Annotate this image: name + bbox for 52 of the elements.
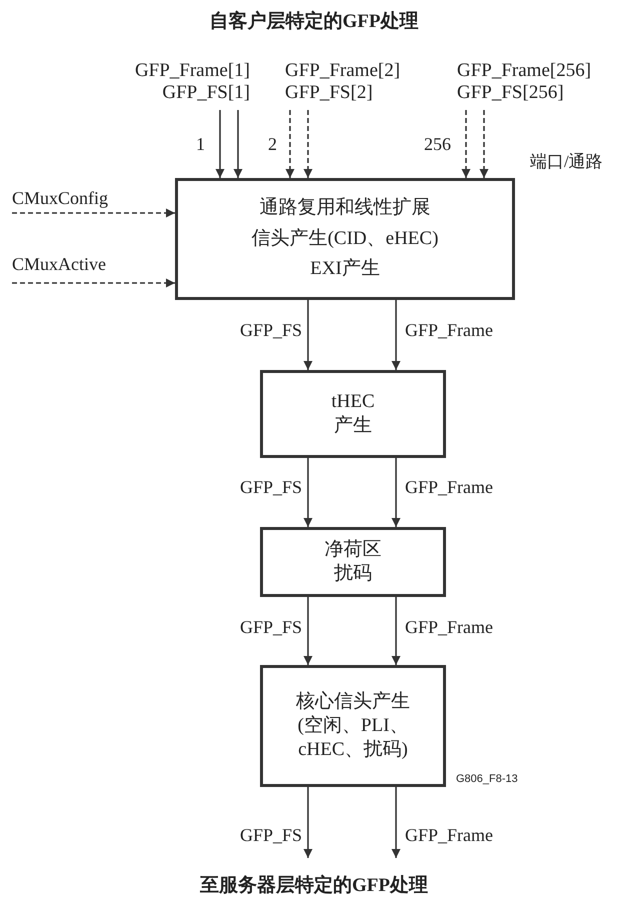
box-text: tHEC bbox=[331, 390, 375, 414]
arrow bbox=[286, 110, 294, 178]
arrow bbox=[12, 208, 175, 218]
signal-label: GFP_Frame[1] bbox=[134, 60, 250, 82]
process-box bbox=[175, 178, 515, 300]
box-text: 扰码 bbox=[334, 562, 372, 586]
edge-label: GFP_FS bbox=[240, 320, 302, 341]
arrow bbox=[234, 110, 242, 178]
number-label: 2 bbox=[268, 134, 277, 155]
edge-label: CMuxActive bbox=[12, 254, 106, 275]
number-label: 256 bbox=[424, 134, 451, 155]
arrow bbox=[12, 278, 175, 288]
caption: 至服务器层特定的GFP处理 bbox=[199, 874, 429, 898]
process-box bbox=[260, 665, 446, 787]
arrow bbox=[304, 110, 312, 178]
arrow bbox=[480, 110, 488, 178]
edge-label: GFP_Frame bbox=[405, 825, 494, 846]
box-text: 通路复用和线性扩展 bbox=[260, 196, 430, 220]
port-label: 端口/通路 bbox=[530, 151, 603, 173]
edge-label: GFP_FS bbox=[240, 617, 302, 638]
arrow bbox=[392, 597, 400, 665]
box-text: EXI产生 bbox=[310, 257, 380, 282]
arrow bbox=[304, 458, 312, 527]
signal-label: GFP_Frame[256] bbox=[457, 60, 592, 82]
edge-label: CMuxConfig bbox=[12, 188, 108, 209]
box-text: 信头产生(CID、eHEC) bbox=[252, 226, 438, 251]
arrow bbox=[462, 110, 470, 178]
edge-label: GFP_FS bbox=[240, 825, 302, 846]
box-text: 核心信头产生 bbox=[296, 690, 410, 714]
edge-label: GFP_FS bbox=[240, 477, 302, 498]
arrow bbox=[216, 110, 224, 178]
signal-label: GFP_FS[256] bbox=[457, 82, 565, 104]
edge-label: GFP_Frame bbox=[405, 477, 494, 498]
number-label: 1 bbox=[196, 134, 205, 155]
arrow bbox=[304, 300, 312, 370]
box-text: (空闲、PLI、cHEC、扰码) bbox=[296, 714, 410, 762]
arrow bbox=[304, 787, 312, 858]
signal-label: GFP_FS[2] bbox=[285, 82, 374, 104]
arrow bbox=[392, 300, 400, 370]
title: 自客户层特定的GFP处理 bbox=[208, 10, 420, 34]
process-box bbox=[260, 370, 446, 458]
signal-label: GFP_Frame[2] bbox=[285, 60, 402, 82]
arrow bbox=[304, 597, 312, 665]
signal-label: GFP_FS[1] bbox=[161, 82, 250, 104]
edge-label: GFP_Frame bbox=[405, 617, 494, 638]
box-text: 净荷区 bbox=[324, 538, 382, 562]
arrow bbox=[392, 458, 400, 527]
figure-id: G806_F8-13 bbox=[456, 773, 518, 785]
process-box bbox=[260, 527, 446, 597]
box-text: 产生 bbox=[334, 414, 372, 438]
edge-label: GFP_Frame bbox=[405, 320, 494, 341]
arrow bbox=[392, 787, 400, 858]
